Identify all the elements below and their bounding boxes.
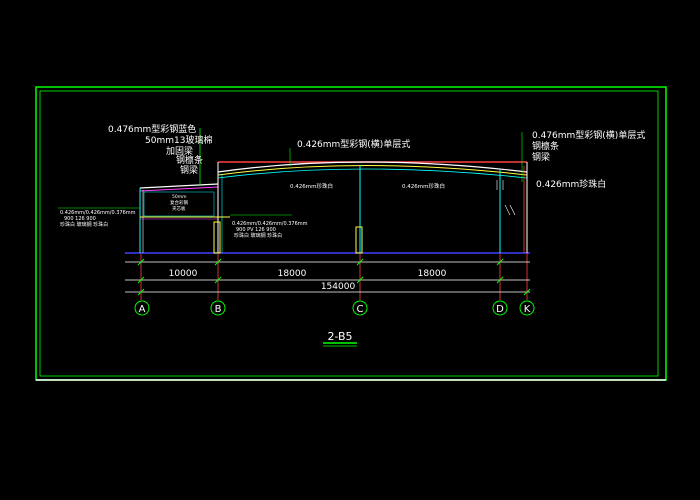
label-left-small-1: 0.426mm/0.426mm/0.376mm (60, 210, 136, 216)
axis-bubbles (134, 300, 535, 316)
axis-ticks (140, 253, 528, 300)
label-left-top-4: 钢檩条 (176, 154, 203, 166)
left-annex (139, 183, 219, 253)
label-inner-small-2: 复合彩钢 (170, 199, 188, 206)
axis-c: C (357, 304, 364, 315)
dim-18000-a: 18000 (278, 269, 307, 279)
dimension-lines (125, 261, 530, 293)
label-roof-inner-2: 0.426mm珍珠白 (402, 182, 445, 190)
label-left-top-5: 钢梁 (180, 164, 198, 176)
label-inner-small-1: 50mm (172, 194, 187, 200)
inner-frame (39, 90, 659, 377)
axis-a: A (139, 304, 146, 315)
dim-total: 154000 (321, 282, 356, 292)
label-right-4: 0.426mm珍珠白 (536, 178, 606, 190)
label-left-top-3: 加固梁 (166, 145, 193, 157)
label-left-small-3: 珍珠白 玻璃钢 珍珠白 (60, 221, 108, 228)
label-right-1: 0.476mm型彩钢(横)单层式 (532, 129, 645, 141)
label-left-top-2: 50mm13玻璃棉 (145, 134, 212, 146)
drawing-title: 2-B5 (327, 330, 352, 343)
main-roof (213, 161, 528, 254)
axis-b: B (215, 304, 222, 315)
label-right-2: 钢檩条 (532, 140, 559, 152)
label-right-3: 钢梁 (532, 151, 550, 163)
label-mid-small-2: 900 PV 126 900 (236, 227, 276, 233)
label-mid-roof: 0.426mm型彩钢(横)单层式 (297, 138, 410, 150)
axis-k: K (524, 304, 531, 315)
axis-d: D (496, 304, 504, 315)
dim-18000-b: 18000 (418, 269, 447, 279)
label-mid-small-3: 珍珠白 玻璃钢 珍珠白 (234, 232, 282, 239)
label-inner-small-3: 夹芯板 (172, 205, 186, 212)
dim-10000: 10000 (169, 269, 198, 279)
label-roof-inner-1: 0.426mm珍珠白 (290, 182, 333, 190)
label-left-small-2: 900 126 900 (64, 216, 96, 222)
label-left-top-1: 0.476mm型彩钢蓝色 (108, 123, 196, 135)
dimension-ticks (137, 258, 531, 296)
label-mid-small-1: 0.426mm/0.426mm/0.376mm (232, 221, 308, 227)
